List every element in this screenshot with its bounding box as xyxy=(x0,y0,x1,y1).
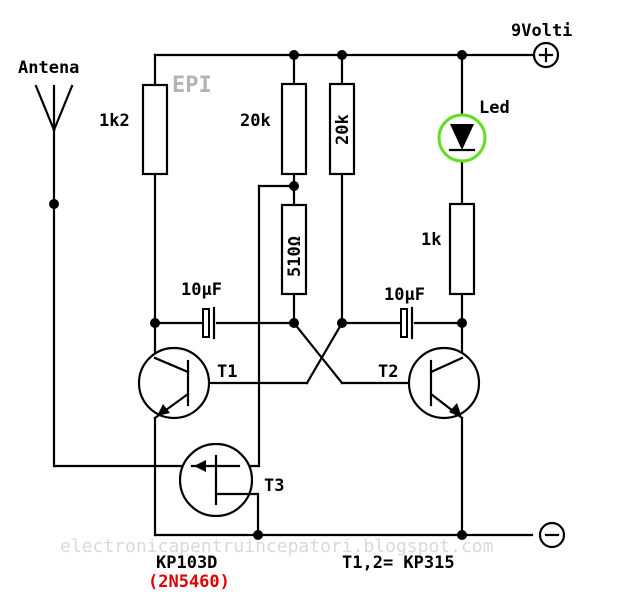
transistor-part-label: T1,2= KP315 xyxy=(342,553,455,573)
supply-label: 9Volti xyxy=(511,21,572,41)
junction-dots xyxy=(150,50,467,540)
resistor-20k-right-label: 20k xyxy=(333,114,353,145)
transistor-t1-label: T1 xyxy=(217,362,237,382)
resistor-20k-right xyxy=(328,82,356,176)
negative-terminal xyxy=(538,521,566,549)
resistor-1k2 xyxy=(141,83,169,176)
capacitor-c2-label: 10µF xyxy=(384,285,425,305)
resistor-510-ohm-label: 510Ω xyxy=(285,236,305,277)
antenna-label: Antena xyxy=(18,58,79,78)
resistor-1k xyxy=(448,202,476,296)
resistor-510-ohm xyxy=(280,203,308,296)
led-diode xyxy=(437,113,487,163)
resistor-20k-left-label: 20k xyxy=(240,111,271,131)
jfet-equivalent-label: (2N5460) xyxy=(148,572,230,592)
jfet-t3-label: T3 xyxy=(264,476,284,496)
jfet-t3 xyxy=(178,442,260,537)
capacitor-c1-label: 10µF xyxy=(181,280,222,300)
middle-branch-wiring xyxy=(237,53,296,468)
led-label: Led xyxy=(479,98,510,118)
resistor-20k-left xyxy=(280,82,308,176)
transistor-t2 xyxy=(407,346,481,420)
jfet-part-label: KP103D xyxy=(156,553,217,573)
antenna-symbol xyxy=(34,84,194,468)
resistor-1k-label: 1k xyxy=(421,230,441,250)
capacitor-c2 xyxy=(340,306,464,340)
transistor-t1 xyxy=(137,346,211,420)
resistor-1k2-label: 1k2 xyxy=(99,111,130,131)
positive-terminal xyxy=(532,41,560,69)
epi-logo-text: EPI xyxy=(172,73,212,98)
watermark-text: electronicapentruincepatori.blogspot.com xyxy=(60,536,493,557)
capacitor-c1 xyxy=(153,306,296,340)
transistor-t2-label: T2 xyxy=(378,362,398,382)
